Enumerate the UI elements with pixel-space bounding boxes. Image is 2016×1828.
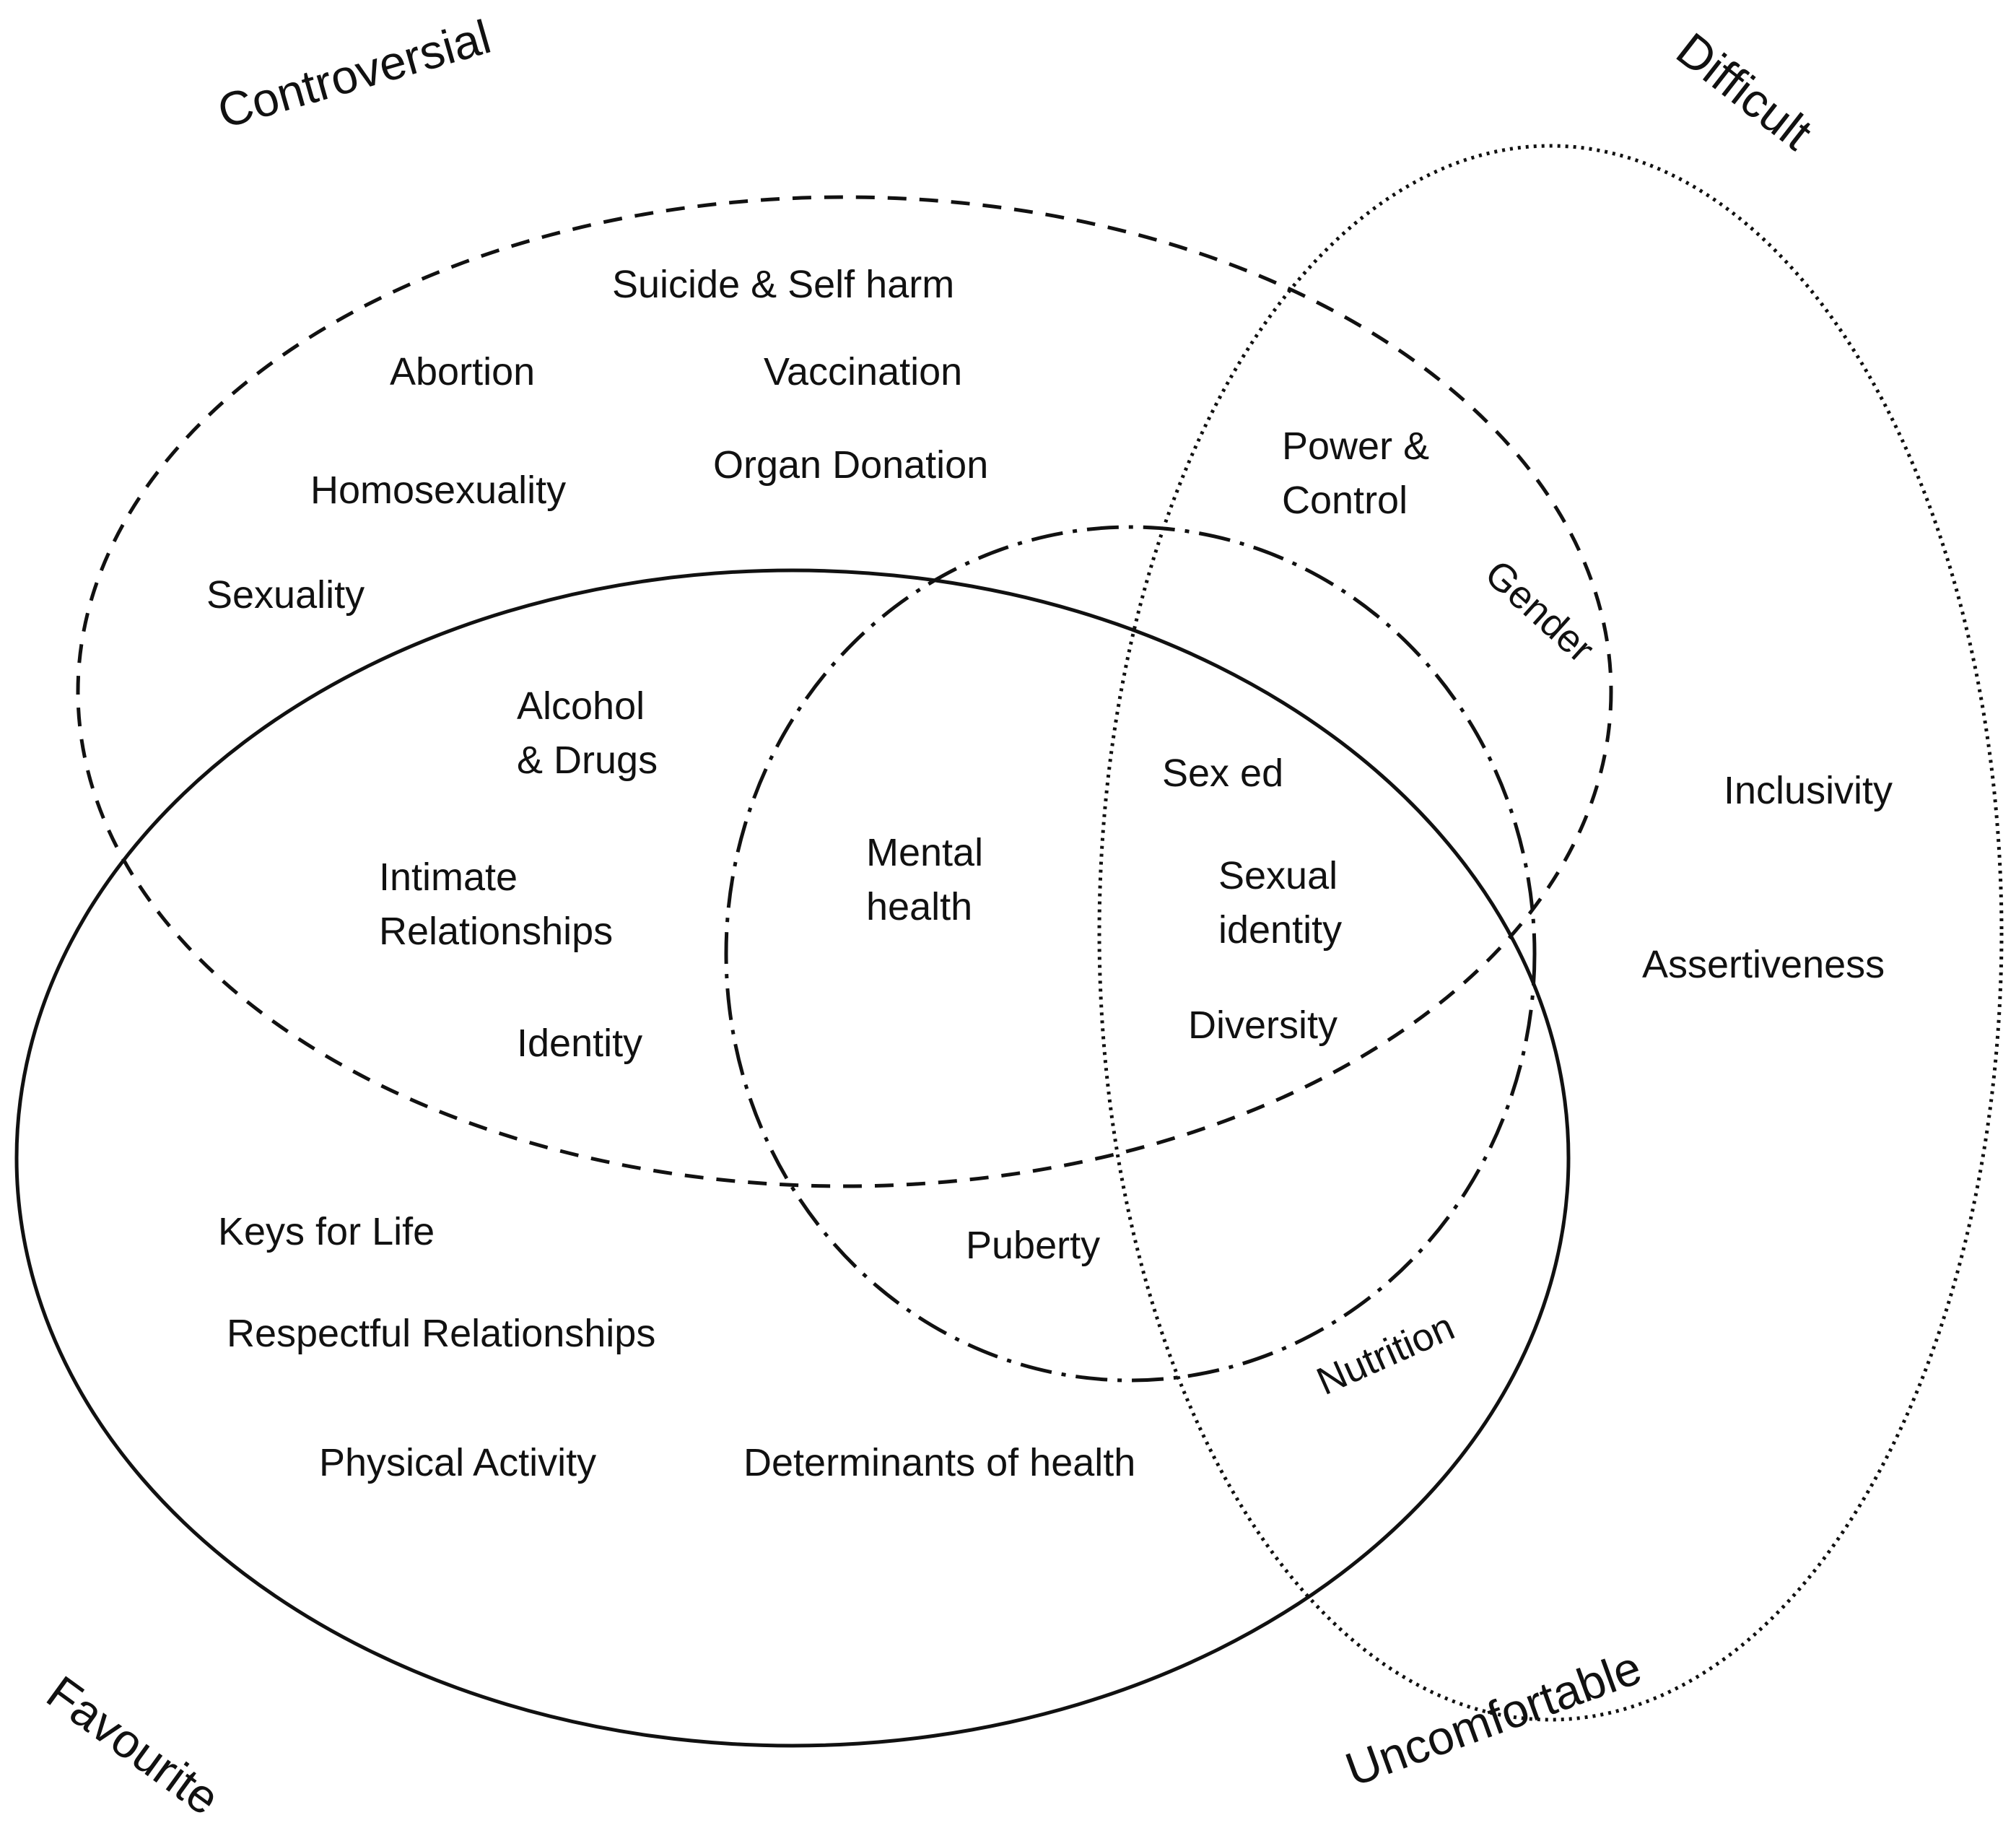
favourite-ellipse [14,568,1571,1748]
topic-keys-for-life: Keys for Life [218,1210,435,1253]
topic-nutrition: Nutrition [1310,1305,1460,1403]
topic-power-control: Power & Control [1282,425,1440,522]
topic-mental-health-line-2: health [866,885,972,928]
topic-homosexuality: Homosexuality [310,469,566,512]
difficult-label: Difficult [1667,22,1822,160]
topic-alcohol-drugs-line-1: Alcohol [517,684,645,728]
topic-intimate-relationships: Intimate Relationships [379,856,613,953]
topic-diversity: Diversity [1188,1004,1338,1047]
uncomfortable-ellipse [724,525,1537,1383]
topic-sexual-identity-line-2: identity [1218,908,1342,952]
topic-sex-ed: Sex ed [1162,752,1283,795]
topic-sexual-identity-line-1: Sexual [1218,854,1338,897]
topic-alcohol-drugs: Alcohol & Drugs [517,684,658,782]
topic-alcohol-drugs-line-2: & Drugs [517,739,658,782]
topic-suicide-self-harm: Suicide & Self harm [612,263,954,306]
topic-power-control-line-1: Power & [1282,425,1429,468]
topic-intimate-relationships-line-2: Relationships [379,910,613,953]
topic-physical-activity: Physical Activity [319,1441,596,1484]
topic-vaccination: Vaccination [764,350,962,393]
topic-mental-health: Mental health [866,831,994,928]
topic-power-control-line-2: Control [1282,479,1408,522]
topic-puberty: Puberty [966,1224,1100,1267]
topic-organ-donation: Organ Donation [713,443,988,487]
topic-assertiveness: Assertiveness [1642,943,1885,986]
topic-abortion: Abortion [390,350,535,393]
topic-intimate-relationships-line-1: Intimate [379,856,518,899]
topic-mental-health-line-1: Mental [866,831,983,874]
topic-sexual-identity: Sexual identity [1218,854,1348,952]
topic-inclusivity: Inclusivity [1724,769,1893,812]
topic-sexuality: Sexuality [206,573,365,617]
controversial-label: Controversial [211,9,496,138]
topic-identity: Identity [517,1022,642,1065]
topic-determinants-of-health: Determinants of health [743,1441,1135,1484]
controversial-ellipse [76,195,1613,1188]
topic-respectful-relationships: Respectful Relationships [227,1312,655,1355]
favourite-label: Favourite [38,1665,230,1825]
topic-gender: Gender [1477,552,1602,671]
difficult-ellipse [1097,144,2004,1722]
